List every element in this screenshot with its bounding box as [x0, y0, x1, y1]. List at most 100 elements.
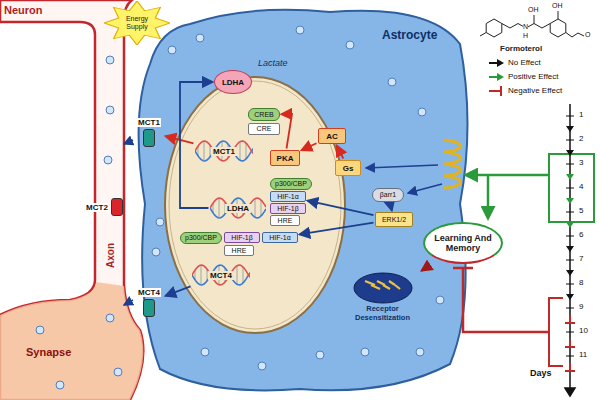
factor-box: CREB	[248, 108, 280, 121]
box-label: HIF-1β	[231, 234, 253, 242]
lactate-dots	[36, 326, 44, 334]
day-axis	[549, 104, 594, 396]
lactate-dots	[156, 218, 164, 226]
element-box: HRE	[224, 245, 254, 256]
label: Formoterol	[500, 44, 542, 53]
box-label: PKA	[277, 154, 294, 163]
lactate-dots	[346, 41, 354, 49]
formoterol-structure	[480, 11, 584, 37]
lactate-dots	[201, 348, 209, 356]
dna-rung	[255, 199, 256, 218]
legend-row: Positive Effect	[487, 70, 562, 84]
lactate-dots	[388, 78, 396, 86]
receptor-rod	[395, 285, 400, 289]
box-label: CRE	[257, 125, 272, 133]
box-label: AC	[326, 132, 338, 141]
desensitization-node: Receptor Desensitization	[345, 262, 420, 332]
day-tick	[566, 308, 574, 309]
dna-strand	[210, 198, 266, 218]
effect-arrows	[453, 267, 473, 270]
day-number: 5	[579, 206, 583, 216]
gene-name: MCT1	[211, 147, 237, 156]
astrocyte-outline	[139, 10, 468, 391]
effect-mark	[566, 174, 574, 180]
day-number: 6	[579, 230, 583, 240]
lactate-dots	[106, 106, 114, 114]
legend-text: Negative Effect	[508, 86, 562, 96]
day-number: 8	[579, 278, 583, 288]
lactate-dots	[436, 296, 444, 304]
label: OH	[552, 2, 563, 10]
factor-box: HIF-1β	[270, 203, 306, 214]
mct2-transporter: MCT2	[82, 196, 126, 218]
day-tick	[566, 236, 574, 237]
factor-box: p300/CBP	[270, 178, 312, 190]
lactate-dots	[106, 56, 114, 64]
astrocyte-cell: AstrocyteMCT1MCT4LDHAPKAACGsβarr1ERK1/2C…	[130, 4, 475, 396]
day-number: 10	[579, 326, 588, 336]
label: O	[585, 31, 590, 39]
day-tick	[566, 332, 574, 333]
protein-box: βarr1	[372, 188, 404, 202]
cell-name: Neuron	[4, 4, 43, 16]
transporter-shape	[111, 198, 123, 216]
day-tick	[566, 284, 574, 285]
transporter-name: MCT1	[137, 118, 161, 127]
day-tick	[566, 188, 574, 189]
synapse-fill	[0, 282, 143, 400]
effect-symbol	[487, 57, 505, 69]
mct4-transporter: MCT4	[134, 282, 164, 322]
legend-text: No Effect	[508, 58, 541, 68]
box-label: p300/CBP	[275, 180, 307, 188]
box-label: Gs	[343, 164, 354, 173]
effect-symbol	[487, 71, 505, 83]
star-label: Energy Supply	[120, 15, 154, 31]
lactate-dots	[114, 368, 122, 376]
day-axis	[549, 154, 594, 222]
dna-rung	[219, 198, 220, 218]
factor-box: HIF-1β	[224, 232, 260, 243]
gene-helix: MCT4	[192, 262, 250, 288]
factor-box: p300/CBP	[180, 232, 222, 244]
label: Synapse	[26, 346, 71, 358]
label: Days	[530, 368, 552, 378]
lactate-dots	[296, 26, 304, 34]
mct1-transporter: MCT1	[134, 112, 164, 152]
box-label: LDHA	[222, 78, 244, 87]
effect-mark	[566, 126, 574, 132]
box-label: HIF-1α	[277, 193, 299, 201]
receptor-rod	[365, 281, 375, 285]
lactate-dots	[418, 108, 426, 116]
dna-strand	[195, 141, 253, 161]
transporter-name: MCT4	[137, 288, 161, 297]
receptor-rod	[389, 281, 395, 285]
transport-arrows	[124, 140, 133, 144]
effect-mark	[566, 222, 574, 228]
formoterol-structure	[486, 19, 502, 37]
lactate-dots	[106, 314, 114, 322]
gene-name: MCT4	[208, 271, 234, 280]
negative-mark	[569, 315, 571, 323]
dna-rung	[240, 142, 241, 161]
legend-row: Negative Effect	[487, 84, 562, 98]
effect-mark	[566, 294, 574, 300]
energy-star: Energy Supply	[104, 1, 170, 45]
cell-name: Astrocyte	[382, 28, 437, 42]
arrow-shaft	[489, 62, 498, 64]
label: Axon	[105, 243, 116, 268]
vesicle	[354, 273, 412, 303]
day-number: 7	[579, 254, 583, 264]
dna-strand	[195, 141, 253, 161]
negative-mark	[569, 339, 571, 347]
factor-box: HIF-1α	[270, 191, 306, 202]
box-label: CREB	[254, 111, 273, 119]
box-label: HRE	[278, 217, 293, 225]
day-tick	[566, 356, 574, 357]
t-bar	[489, 86, 501, 96]
legend: No EffectPositive EffectNegative Effect	[487, 56, 562, 98]
element-box: CRE	[248, 123, 280, 135]
effect-symbol	[487, 85, 505, 97]
neuron-cell: NeuronMCT2	[0, 0, 140, 400]
dna-rung	[246, 143, 247, 159]
